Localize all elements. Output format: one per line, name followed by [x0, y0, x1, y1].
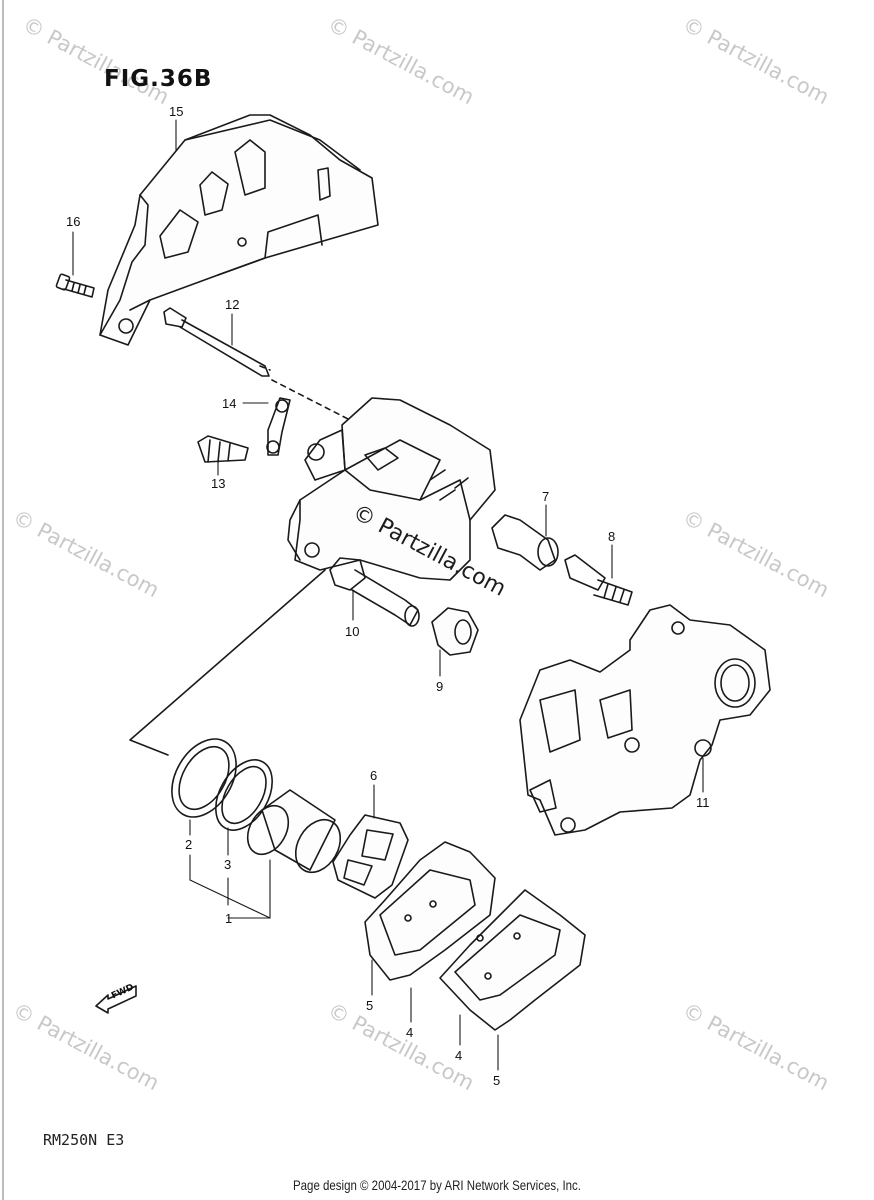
caliper-guard-part: [99, 114, 379, 346]
piston-seal-parts: [171, 738, 273, 831]
sleeve-bolt-part: [564, 554, 633, 606]
caliper-body-part: [287, 397, 496, 581]
callout-3: 3: [224, 857, 232, 872]
page-footer: Page design © 2004-2017 by ARI Network S…: [293, 1177, 581, 1193]
callout-7: 7: [542, 489, 550, 504]
callout-4: 4: [455, 1048, 463, 1063]
callout-9: 9: [436, 679, 444, 694]
callout-8: 8: [608, 529, 616, 544]
callout-leaders: [72, 119, 704, 1071]
brake-pads-parts: [364, 841, 586, 1031]
caliper-bracket-part: [519, 604, 771, 836]
piston-part: [246, 789, 342, 874]
slide-pin-part: [329, 557, 420, 627]
assembly-leader-line: [129, 569, 326, 756]
pad-spring-part: [332, 814, 409, 899]
fwd-arrow-icon: [95, 985, 137, 1014]
dust-boot-part: [431, 607, 479, 656]
callout-5: 5: [493, 1073, 501, 1088]
guard-bolt-part: [55, 273, 95, 298]
callout-5: 5: [366, 998, 374, 1013]
callout-2: 2: [185, 837, 193, 852]
callout-16: 16: [66, 214, 81, 229]
callout-15: 15: [169, 104, 184, 119]
bleeder-valve-part: [197, 435, 249, 463]
callout-1: 1: [225, 911, 233, 926]
callout-14: 14: [222, 396, 237, 411]
model-code: RM250N E3: [43, 1131, 125, 1149]
callout-10: 10: [345, 624, 360, 639]
bleeder-cap-part: [266, 397, 291, 456]
callout-11: 11: [696, 795, 710, 810]
callout-12: 12: [225, 297, 240, 312]
figure-title: FIG.36B: [104, 66, 213, 92]
callout-6: 6: [370, 768, 378, 783]
callout-4: 4: [406, 1025, 414, 1040]
callout-13: 13: [211, 476, 226, 491]
caliper-pin-part: [163, 307, 351, 421]
pin-boot-part: [491, 514, 559, 571]
